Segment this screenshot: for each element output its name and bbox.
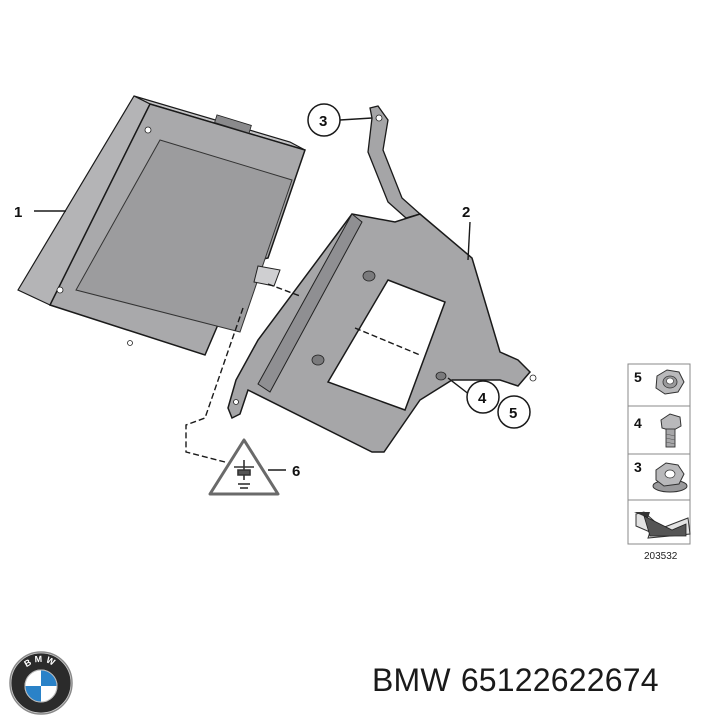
flange-nut-icon bbox=[652, 462, 688, 493]
svg-text:6: 6 bbox=[292, 463, 300, 480]
svg-text:2: 2 bbox=[462, 204, 470, 221]
strap-bracket bbox=[367, 105, 422, 219]
plug-ground-icon bbox=[234, 460, 254, 489]
diagram-id: 203532 bbox=[644, 551, 678, 562]
svg-text:5: 5 bbox=[634, 369, 642, 385]
callout-1: 1 bbox=[14, 204, 22, 221]
ground-connection-symbol bbox=[208, 438, 286, 496]
front-direction-arrow-icon bbox=[634, 511, 691, 539]
callout-5: 5 bbox=[497, 395, 531, 429]
svg-text:5: 5 bbox=[509, 405, 517, 422]
callout-3: 3 bbox=[307, 103, 341, 137]
svg-text:3: 3 bbox=[319, 113, 327, 130]
hex-bolt-icon bbox=[660, 413, 682, 448]
callout-6: 6 bbox=[292, 463, 300, 480]
control-unit-module bbox=[17, 95, 306, 356]
leader-lines bbox=[34, 117, 471, 396]
hex-nut-icon bbox=[655, 369, 685, 395]
svg-text:4: 4 bbox=[634, 415, 642, 431]
assembly-dashed-lines bbox=[185, 283, 421, 463]
part-number: 65122622674 bbox=[460, 662, 659, 698]
hardware-legend: 5 4 3 bbox=[627, 363, 691, 545]
svg-text:3: 3 bbox=[634, 459, 642, 475]
brand-label: BMW bbox=[372, 662, 451, 698]
svg-text:4: 4 bbox=[478, 390, 487, 407]
callout-4: 4 bbox=[466, 380, 500, 414]
mounting-bracket bbox=[227, 213, 537, 453]
svg-text:BMW: BMW bbox=[22, 654, 59, 669]
svg-text:1: 1 bbox=[14, 204, 22, 221]
callout-2: 2 bbox=[462, 204, 470, 221]
bmw-logo: BMW bbox=[9, 651, 73, 715]
